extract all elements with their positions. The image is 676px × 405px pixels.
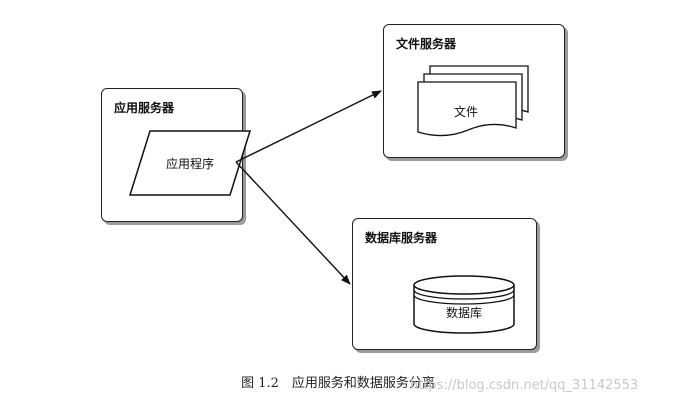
watermark-url: https://blog.csdn.net/qq_31142553 [410, 378, 639, 393]
app-server-title: 应用服务器 [114, 101, 175, 115]
figure-caption: 图 1.2 应用服务和数据服务分离 [241, 376, 435, 391]
database-label: 数据库 [446, 305, 482, 320]
file-server-title: 文件服务器 [396, 37, 457, 51]
file-label: 文件 [454, 104, 478, 119]
app-program-shape: 应用程序 [128, 130, 252, 196]
file-document-stack: 文件 [417, 65, 529, 137]
arrow-to-db-server [235, 161, 351, 285]
file-server-box: 文件服务器 [383, 24, 565, 158]
arrow-to-file-server [235, 90, 382, 163]
db-server-title: 数据库服务器 [365, 231, 438, 245]
app-program-label: 应用程序 [166, 156, 214, 171]
database-cylinder: 数据库 [413, 275, 515, 334]
